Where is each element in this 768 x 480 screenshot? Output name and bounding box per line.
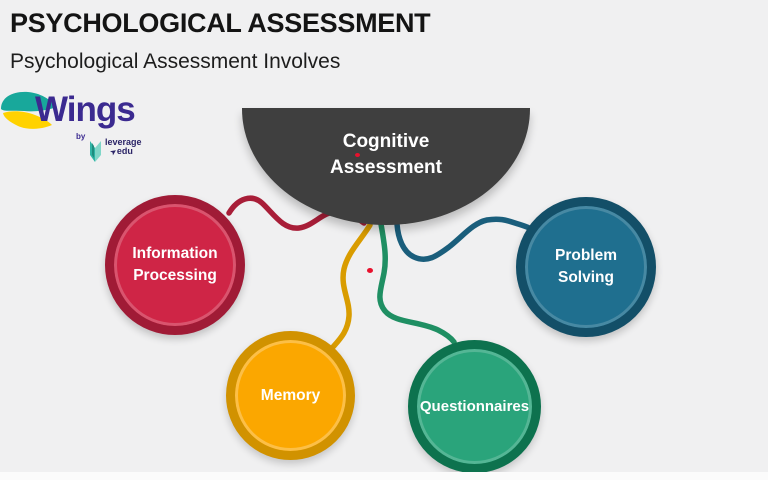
- node-label-line: Information: [132, 245, 218, 262]
- node-label-line: Questionnaires: [419, 397, 530, 415]
- node-label-line: Assessment: [330, 157, 442, 178]
- wing-swoosh-icon: [1, 91, 57, 129]
- node-label-line: Cognitive: [342, 131, 430, 152]
- node-information-processing: Information Processing: [105, 195, 245, 335]
- connector-to-problem-solving: [394, 216, 532, 262]
- page-subtitle: Psychological Assessment Involves: [10, 50, 341, 73]
- node-problem-solving: Problem Solving: [516, 197, 656, 337]
- leverage-edu-icon: [90, 141, 101, 162]
- accent-dot: [355, 153, 360, 157]
- node-label-line: Problem: [554, 247, 617, 264]
- leverage-edu-wordmark: leverage ➤edu: [105, 137, 142, 158]
- node-questionnaires: Questionnaires: [408, 340, 541, 473]
- connector-to-questionnaires: [377, 221, 457, 345]
- node-label-line: Memory: [260, 386, 321, 404]
- accent-dot: [367, 268, 373, 273]
- by-label: by: [76, 132, 86, 141]
- wings-wordmark: Wings: [35, 90, 136, 129]
- node-label-line: Processing: [133, 267, 217, 284]
- connector-to-memory: [330, 222, 373, 350]
- wings-logo: Wings by leverage ➤edu: [0, 88, 180, 174]
- page-title: PSYCHOLOGICAL ASSESSMENT: [10, 8, 431, 38]
- bottom-strip: [0, 472, 768, 480]
- node-memory: Memory: [226, 331, 355, 460]
- node-label-line: Solving: [558, 269, 614, 286]
